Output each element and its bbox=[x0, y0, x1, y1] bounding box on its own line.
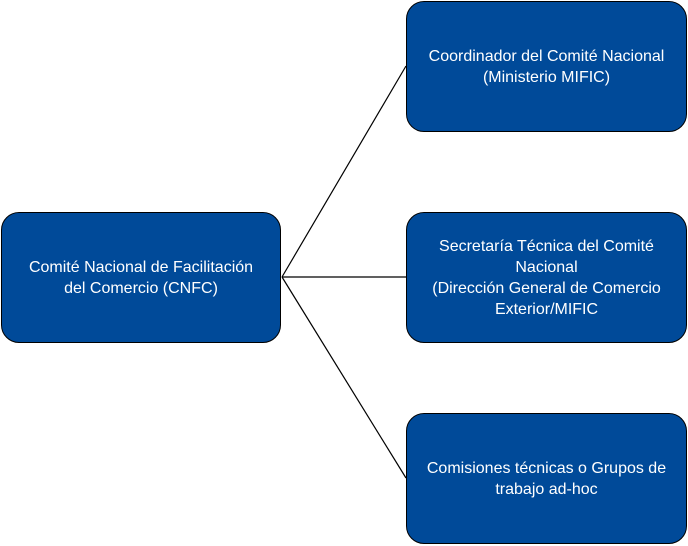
root-node-label: Comité Nacional de Facilitación del Come… bbox=[28, 258, 254, 297]
coordinador-node-label: Coordinador del Comité Nacional (Ministe… bbox=[428, 47, 665, 86]
child-node-comisiones-tecnicas: Comisiones técnicas o Grupos de trabajo … bbox=[406, 413, 687, 544]
secretaria-node-label: Secretaría Técnica del Comité Nacional (… bbox=[432, 237, 661, 318]
comisiones-node-label: Comisiones técnicas o Grupos de trabajo … bbox=[426, 459, 667, 498]
child-node-coordinador: Coordinador del Comité Nacional (Ministe… bbox=[406, 1, 687, 132]
root-node-cnfc: Comité Nacional de Facilitación del Come… bbox=[1, 212, 281, 343]
connector-root-to-comisiones bbox=[281, 276, 407, 479]
child-node-secretaria-tecnica: Secretaría Técnica del Comité Nacional (… bbox=[406, 212, 687, 343]
connector-root-to-coordinador bbox=[281, 65, 407, 278]
